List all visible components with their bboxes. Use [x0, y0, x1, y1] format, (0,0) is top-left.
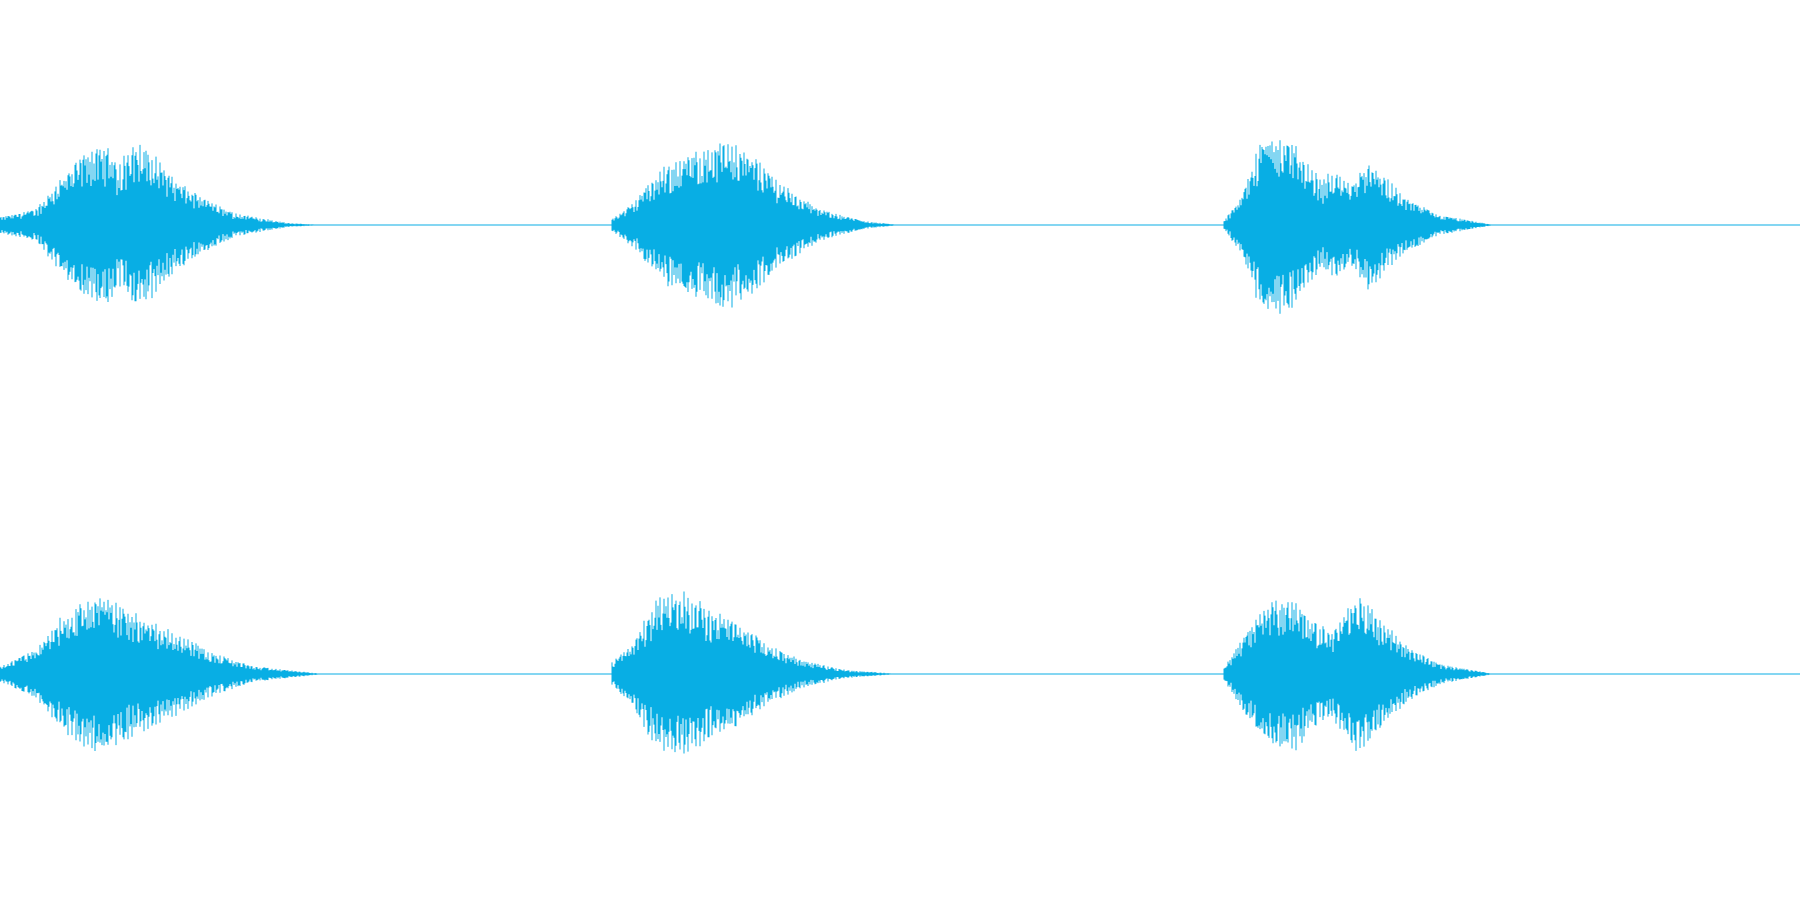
audio-burst-2[interactable]: [611, 591, 900, 754]
waveform-samples: [611, 591, 900, 754]
audio-burst-1[interactable]: [0, 144, 324, 302]
audio-burst-2[interactable]: [611, 143, 900, 308]
audio-burst-3[interactable]: [1223, 140, 1494, 314]
channel-top-waveform[interactable]: [0, 140, 1800, 314]
audio-burst-1[interactable]: [0, 598, 324, 751]
channel-bottom-waveform[interactable]: [0, 591, 1800, 754]
audio-burst-3[interactable]: [1223, 598, 1494, 751]
waveform-samples: [1223, 598, 1494, 751]
waveform-samples: [611, 143, 900, 308]
waveform-samples: [0, 598, 324, 751]
waveform-samples: [1223, 140, 1494, 314]
waveform-samples: [0, 144, 323, 302]
